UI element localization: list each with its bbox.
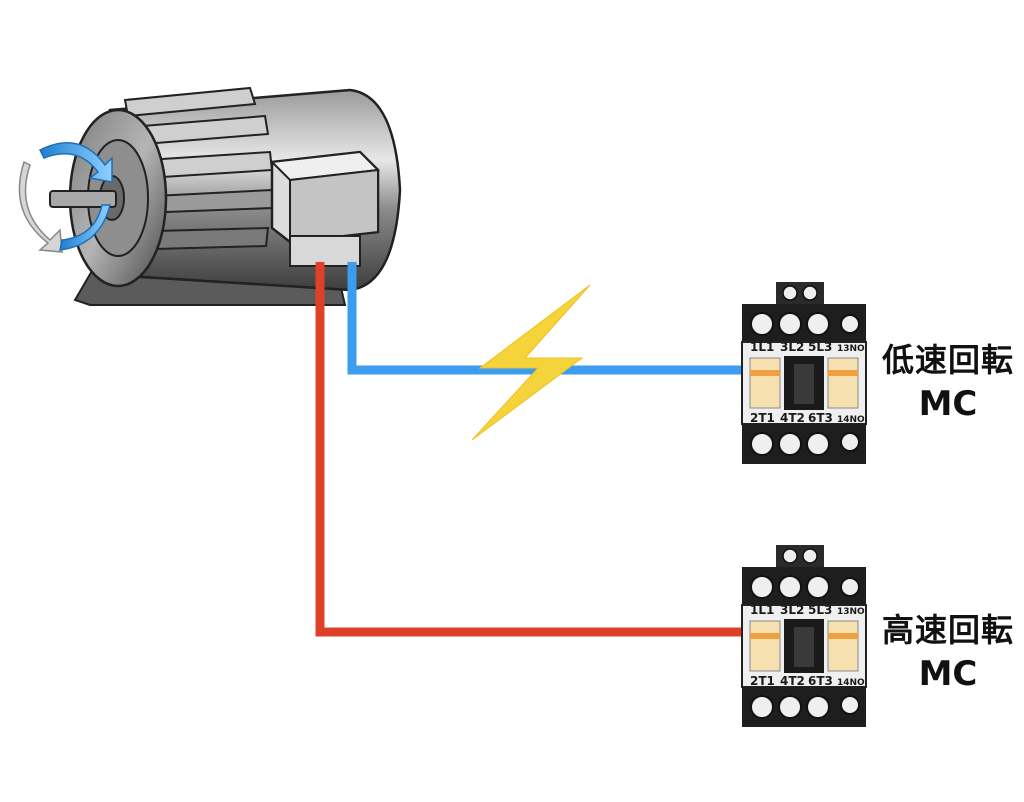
terminal-label: 13NO — [837, 607, 865, 617]
low-speed-wire — [347, 262, 742, 375]
terminal-label: 6T3 — [808, 411, 833, 425]
high-speed-mc-label: 高速回転 MC — [872, 612, 1024, 694]
terminal-label: 1L1 — [750, 340, 774, 354]
terminal-label: 3L2 — [780, 603, 804, 617]
terminal-label: 13NO — [837, 344, 865, 354]
terminal-label: 2T1 — [750, 411, 775, 425]
contactor-icon: 1L1 3L2 5L3 13NO 2T1 4T2 6T3 14NO — [741, 545, 867, 727]
lightning-bolt-icon — [471, 284, 591, 441]
terminal-label: 4T2 — [780, 674, 805, 688]
low-speed-label-line1: 低速回転 — [881, 341, 1014, 379]
high-speed-wire — [315, 262, 742, 637]
high-speed-label-line1: 高速回転 — [881, 611, 1014, 649]
contactor-icon: 1L1 3L2 5L3 13NO 2T1 4T2 6T3 14NO — [741, 282, 867, 464]
terminal-label: 14NO — [837, 415, 865, 425]
terminal-label: 1L1 — [750, 603, 774, 617]
motor-icon — [49, 86, 402, 306]
terminal-label: 2T1 — [750, 674, 775, 688]
low-speed-mc-label: 低速回転 MC — [872, 342, 1024, 424]
terminal-label: 5L3 — [808, 603, 832, 617]
terminal-label: 6T3 — [808, 674, 833, 688]
terminal-label: 3L2 — [780, 340, 804, 354]
low-speed-label-line2: MC — [918, 383, 978, 424]
terminal-label: 14NO — [837, 678, 865, 688]
terminal-label: 4T2 — [780, 411, 805, 425]
high-speed-label-line2: MC — [918, 653, 978, 694]
rotation-arrows-icon — [18, 142, 113, 253]
terminal-label: 5L3 — [808, 340, 832, 354]
